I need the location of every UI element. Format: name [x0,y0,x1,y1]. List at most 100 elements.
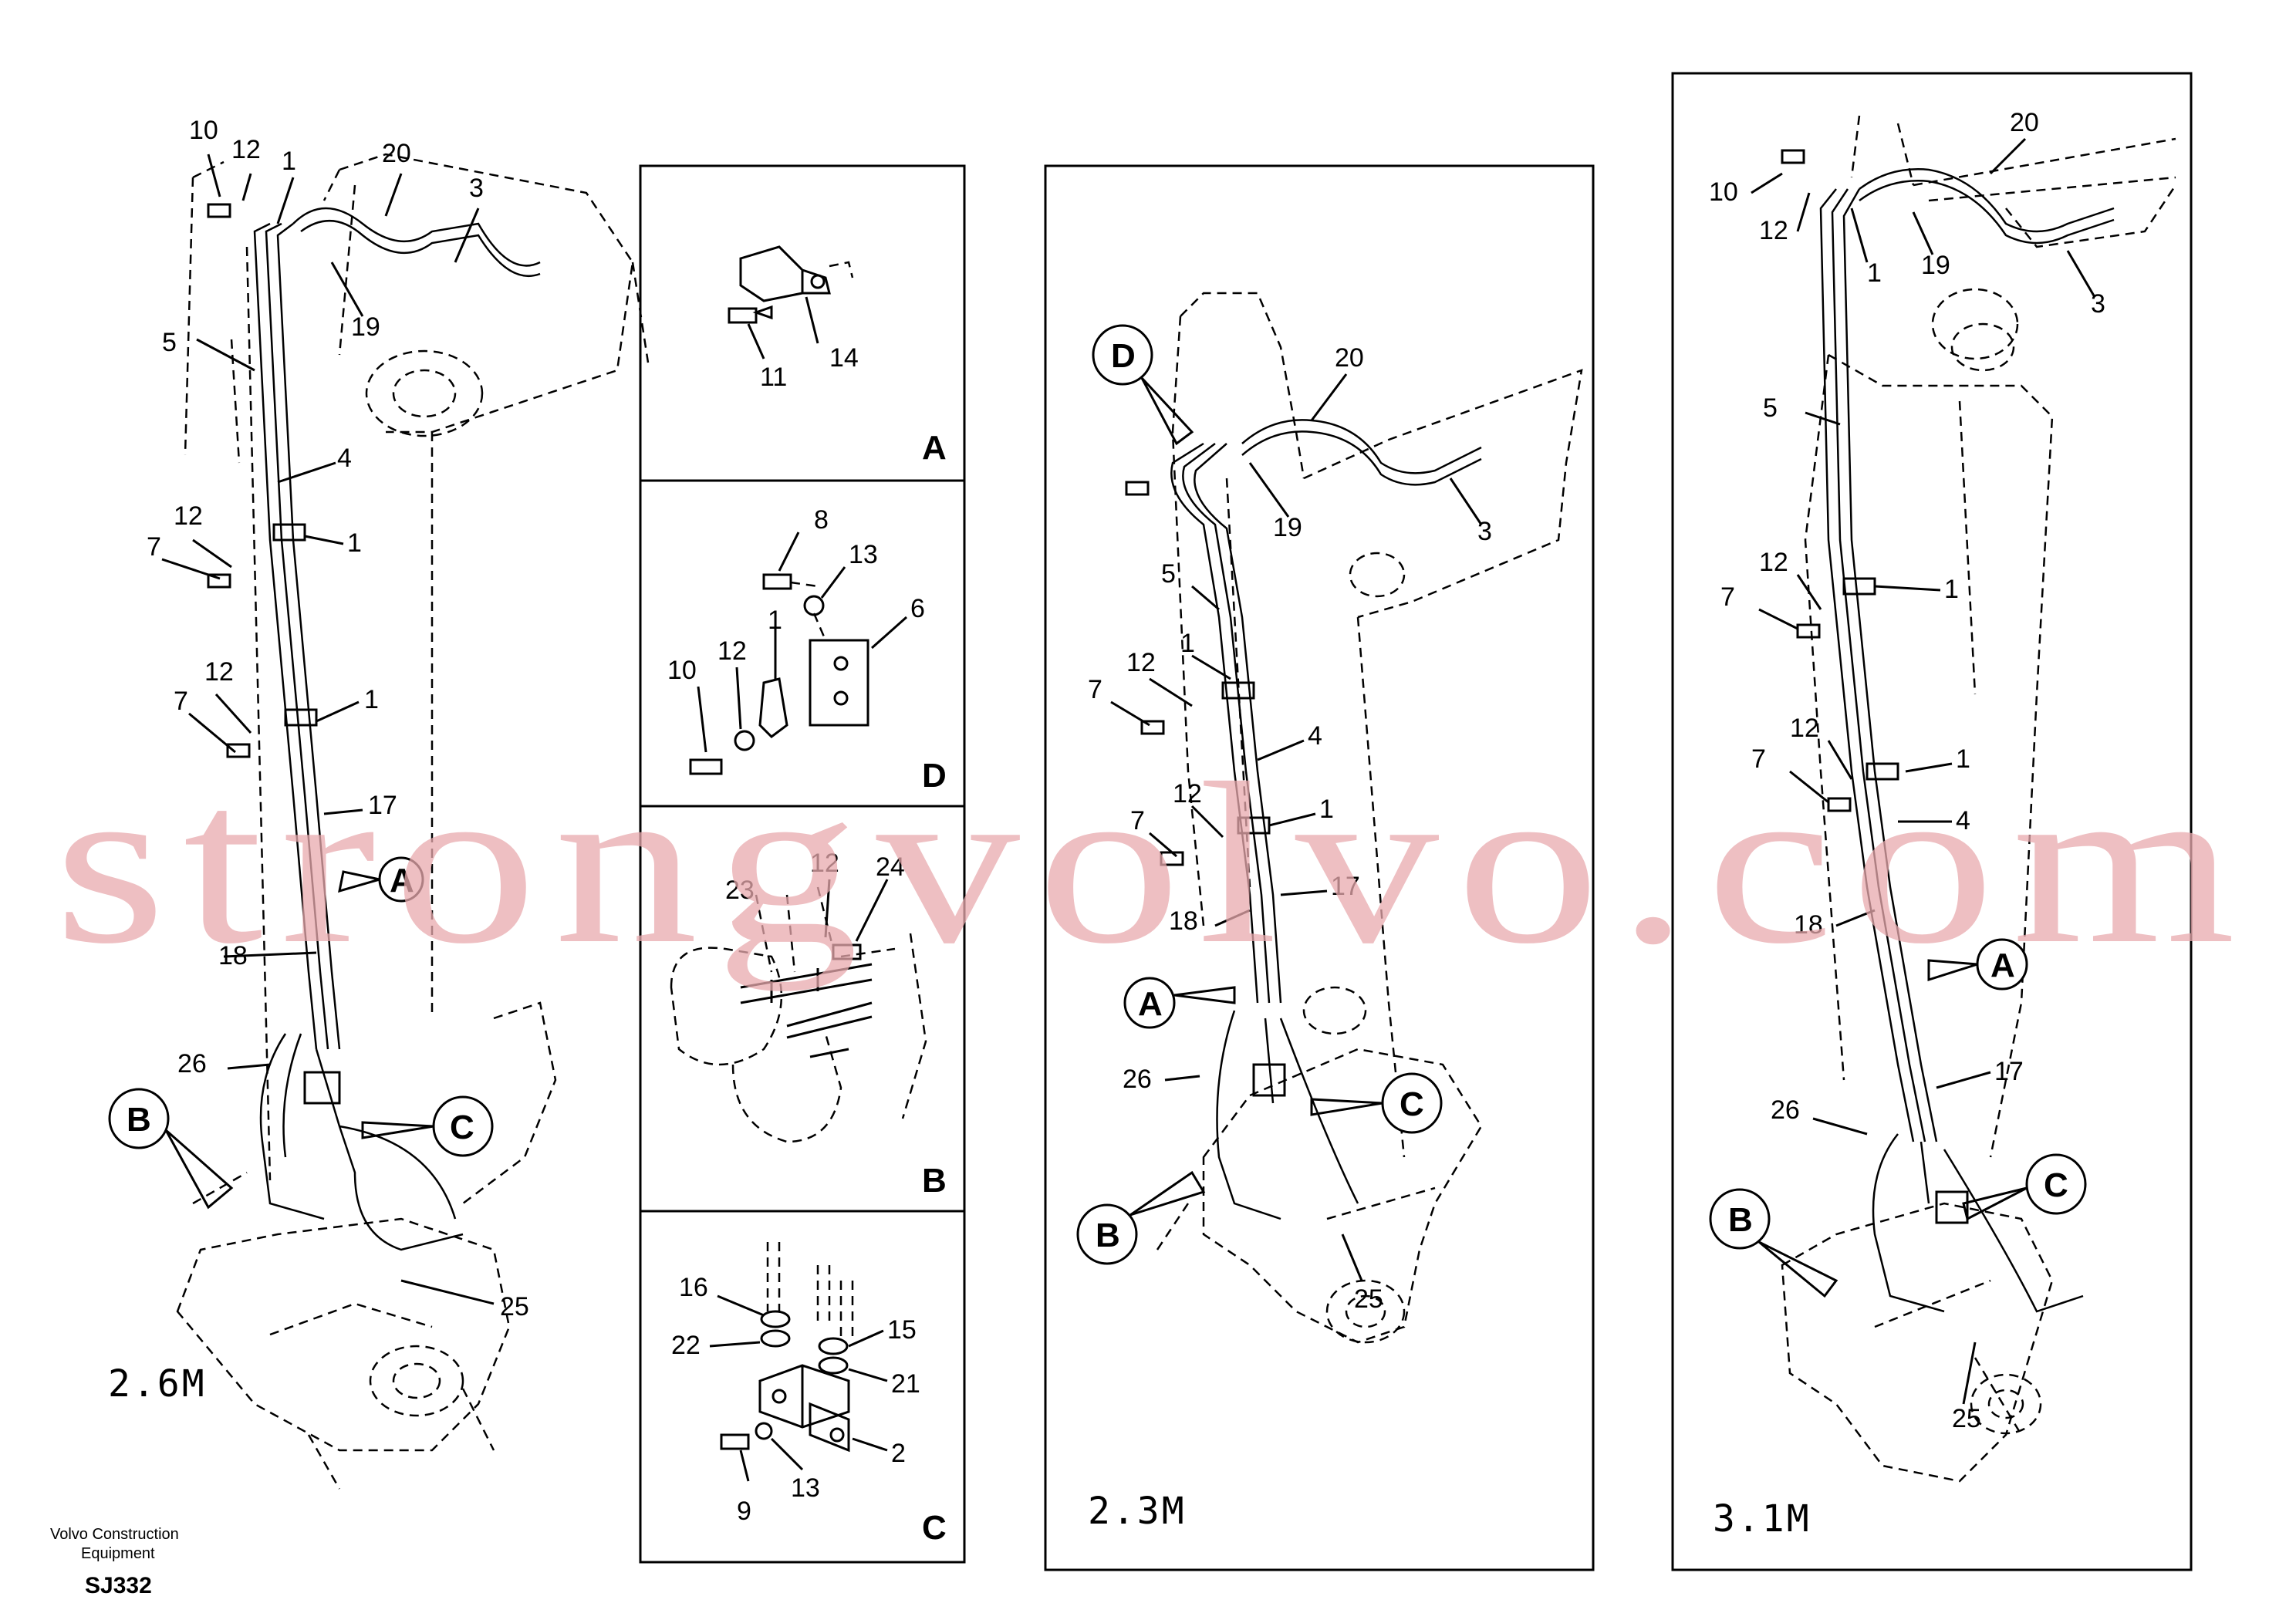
label-10: 10 [189,116,218,145]
boom-outline-right [1804,115,2177,1158]
label-5-mid: 5 [1161,559,1176,589]
label-12c-right: 12 [1790,714,1819,743]
pin-mid-1 [1349,552,1406,598]
label-1: 1 [282,147,296,176]
detail-A-letter: A [922,429,947,467]
footer: Volvo Construction Equipment SJ332 [50,1526,179,1598]
svg-text:B: B [1728,1201,1753,1239]
callout-D-mid[interactable]: D [1092,324,1194,446]
footer-code: SJ332 [85,1573,152,1598]
scale-right: 3.1M [1713,1497,1811,1541]
label-3: 3 [469,174,484,203]
pin-mid-2-inner [1345,1294,1386,1328]
callout-A-mid[interactable]: A [1123,977,1236,1029]
callout-C-left[interactable]: C [361,1095,494,1157]
leaders-left [161,154,495,1305]
label-12-right: 12 [1759,216,1788,245]
pin-right-2-inner [1987,1389,2024,1419]
label-16: 16 [679,1273,708,1302]
label-5: 5 [162,328,177,357]
label-12-B: 12 [810,849,839,878]
boom-pin-inner [392,369,457,418]
label-26: 26 [177,1049,207,1078]
leaders-right [1751,137,2096,1405]
label-1-right: 1 [1867,258,1882,288]
label-19-right: 19 [1921,251,1950,280]
label-12c: 12 [204,657,234,687]
hose-pair [253,222,341,1050]
clamp-1-detail [758,677,788,738]
label-7b-mid: 7 [1130,806,1145,835]
label-12-detail: 12 [718,636,747,666]
label-7-mid: 7 [1088,675,1102,704]
label-4-mid: 4 [1308,721,1322,751]
label-26-mid: 26 [1123,1065,1152,1094]
callout-A-right[interactable]: A [1927,938,2028,991]
detail-D: 8 13 6 1 12 10 D [667,505,947,795]
svg-text:A: A [1990,947,2015,984]
pin-mid-3 [1302,986,1367,1035]
detail-B: 12 24 23 B [670,849,947,1200]
label-13-C: 13 [791,1473,820,1503]
label-20-mid: 20 [1335,343,1364,373]
label-1c-right: 1 [1956,744,1970,774]
callout-C-mid[interactable]: C [1310,1072,1443,1134]
label-8: 8 [814,505,829,535]
callout-A-left[interactable]: A [338,856,424,903]
label-1b: 1 [347,528,362,558]
svg-text:B: B [127,1101,151,1139]
boom-outline-mid [1171,292,1583,1158]
label-1-mid: 1 [1180,629,1195,658]
label-23: 23 [725,876,755,905]
label-10-detail: 10 [667,656,697,685]
callout-B-right[interactable]: B [1709,1188,1838,1298]
hose-pair-right [1819,188,1938,1142]
label-15: 15 [887,1315,917,1345]
label-1c: 1 [364,685,379,714]
clamp-right-2 [1866,762,1899,781]
bucket-pin-inner [392,1362,441,1399]
svg-text:D: D [1111,337,1136,375]
clamp-2 [284,708,318,727]
link-outline [269,1302,495,1490]
label-10-right: 10 [1709,177,1738,207]
view-left: 10 12 1 20 3 19 5 4 12 7 1 12 7 1 17 18 … [108,116,650,1490]
label-17-right: 17 [1994,1057,2024,1086]
label-17: 17 [368,791,397,820]
pin-right-1-outer [1931,288,2019,360]
labels-mid: 20 19 3 5 1 12 7 4 12 1 7 17 18 26 25 [1088,343,1492,1314]
label-7: 7 [147,532,161,562]
footer-line1: Volvo Construction [50,1526,179,1543]
label-12-mid: 12 [1126,648,1156,677]
label-13: 13 [849,540,878,569]
watermark: strongvolvo.com [54,735,2253,992]
pin-mid-2 [1325,1279,1406,1344]
callout-B-mid[interactable]: B [1076,1170,1206,1265]
detail-frame [639,164,966,1564]
clamp-mid-1 [1221,681,1255,700]
footer-line2: Equipment [81,1545,155,1562]
valve-mid [1252,1063,1286,1097]
hose-bottom-right [1872,1133,2084,1313]
svg-text:C: C [2044,1166,2068,1204]
label-7b-right: 7 [1751,744,1766,774]
clamp-1 [272,523,306,542]
hose-top-right [1859,168,2115,245]
svg-text:C: C [1400,1085,1424,1123]
detail-D-letter: D [922,757,947,795]
valve-right [1935,1190,1969,1224]
label-12: 12 [231,135,261,164]
scale-left: 2.6M [108,1362,207,1406]
label-20: 20 [382,139,411,168]
bolts-mid [1125,481,1184,866]
detail-C: 16 15 22 21 2 9 13 C [671,1242,947,1547]
callout-C-right[interactable]: C [1962,1153,2087,1221]
callout-B-left[interactable]: B [108,1088,234,1210]
label-12b-right: 12 [1759,548,1788,577]
stick-outline [176,184,557,1452]
label-4-right: 4 [1956,806,1970,835]
svg-text:A: A [390,862,414,899]
label-1-detail: 1 [768,606,782,635]
svg-text:C: C [450,1109,474,1146]
